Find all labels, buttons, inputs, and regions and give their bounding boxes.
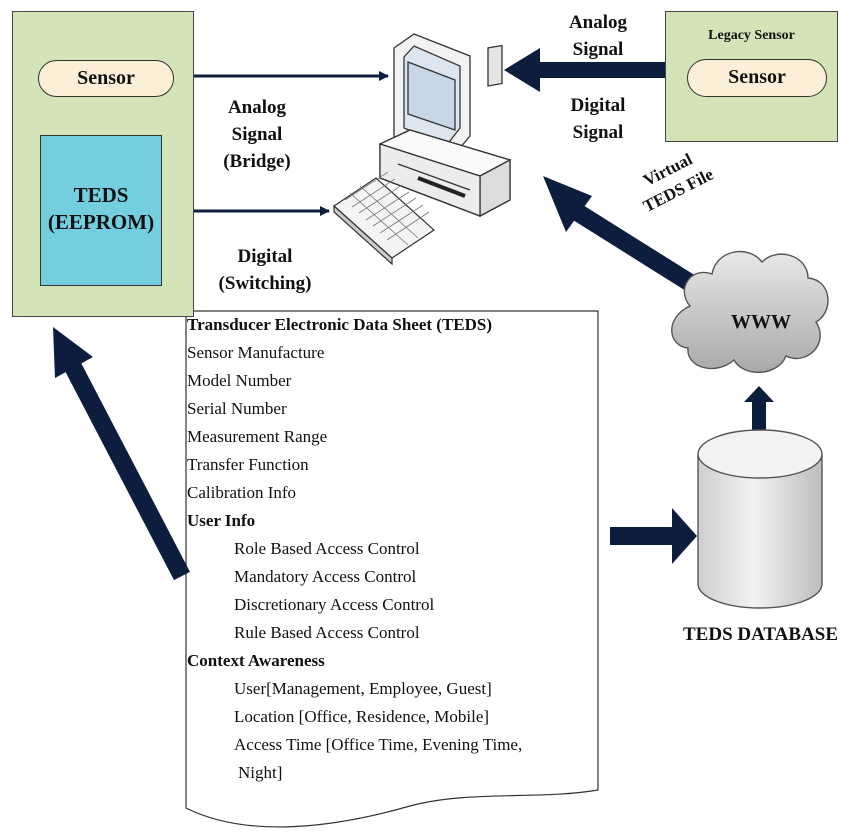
keyboard-icon	[333, 171, 435, 266]
field-item: Serial Number	[187, 399, 287, 418]
teds-label: TEDS	[73, 183, 129, 207]
desktop-computer-icon	[378, 33, 512, 218]
teds-database-label: TEDS DATABASE	[683, 624, 839, 645]
field-item: Calibration Info	[187, 483, 297, 502]
user-info-item: Discretionary Access Control	[234, 595, 435, 614]
sensor-node: Sensor	[38, 60, 174, 97]
field-item: Sensor Manufacture	[187, 343, 325, 362]
context-item: User[Management, Employee, Guest]	[234, 679, 492, 698]
legacy-sensor-node: Sensor	[687, 59, 827, 97]
user-info-item: Role Based Access Control	[234, 539, 420, 558]
context-awareness-heading: Context Awareness	[187, 651, 325, 670]
user-info-item: Rule Based Access Control	[234, 623, 420, 642]
field-item: Transfer Function	[187, 455, 309, 474]
field-item: Measurement Range	[187, 427, 328, 446]
sheet-to-teds-arrow	[53, 327, 190, 581]
teds-sheet-title: Transducer Electronic Data Sheet (TEDS)	[187, 315, 493, 334]
database-cylinder-icon	[697, 429, 823, 609]
context-item: Access Time [Office Time, Evening Time,	[234, 735, 523, 754]
user-info-heading: User Info	[187, 511, 256, 530]
user-info-item: Mandatory Access Control	[234, 567, 417, 586]
www-to-computer-arrow	[543, 176, 708, 299]
legacy-digital-label: Digital Signal	[570, 95, 626, 143]
www-label: WWW	[731, 311, 791, 333]
teds-sheet-content: Transducer Electronic Data Sheet (TEDS) …	[187, 311, 522, 787]
context-item-continued: Night]	[238, 763, 283, 782]
analog-bridge-label: Analog Signal (Bridge)	[223, 97, 291, 172]
context-item: Location [Office, Residence, Mobile]	[234, 707, 490, 726]
legacy-to-computer-arrow	[504, 48, 665, 92]
teds-eeprom-node: TEDS (EEPROM)	[40, 135, 162, 286]
eeprom-label: (EEPROM)	[47, 210, 155, 234]
field-item: Model Number	[187, 371, 292, 390]
teds-sheet-document	[185, 310, 599, 828]
legacy-analog-label: Analog Signal	[568, 12, 628, 60]
legacy-sensor-title: Legacy Sensor	[708, 28, 795, 43]
sheet-to-database-arrow	[610, 508, 697, 564]
cloud-icon	[671, 250, 829, 374]
database-to-www-arrow	[744, 386, 774, 430]
digital-switching-label: Digital (Switching)	[218, 246, 312, 294]
